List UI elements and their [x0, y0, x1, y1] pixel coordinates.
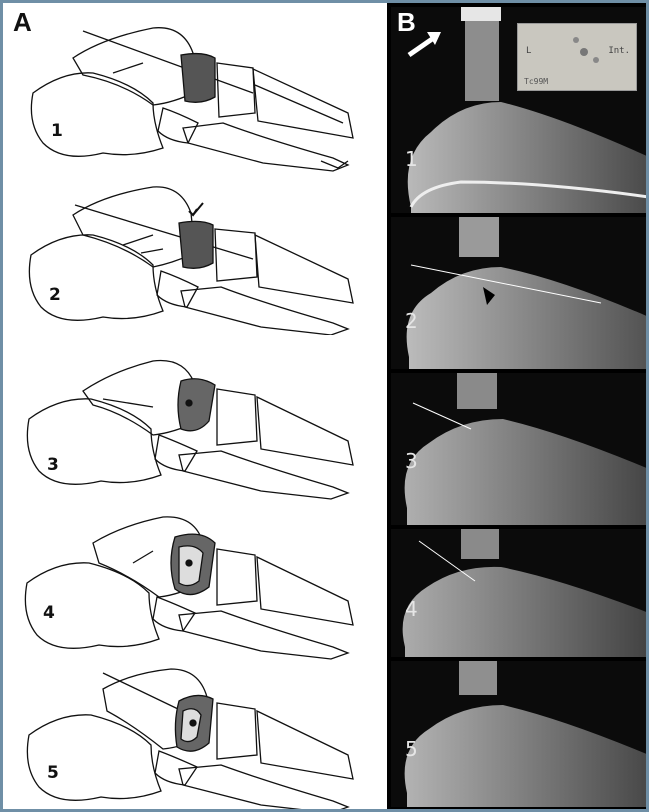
drawing-stage-number: 4 [43, 603, 55, 623]
radiograph-stage-number: 5 [405, 737, 418, 761]
inset-code-label: Tc99M [524, 77, 548, 86]
foot-drawing-stage-5 [3, 661, 387, 812]
panel-b-label: B [397, 7, 416, 38]
radiograph-stage-number: 1 [405, 147, 418, 171]
radiograph-stage-number: 2 [405, 309, 418, 333]
radiograph-stage-number: 3 [405, 449, 418, 473]
radiograph-stage-5: 5 [391, 661, 649, 807]
inset-side-label: L [526, 46, 531, 56]
radiograph-stage-3: 3 [391, 373, 649, 525]
radiograph-stage-number: 4 [405, 597, 418, 621]
foot-drawing-stage-1 [3, 13, 387, 173]
radiograph-stage-2: 2 [391, 217, 649, 369]
drawing-stage-number: 3 [47, 455, 59, 475]
scintigraphy-inset: L Int. Tc99M [517, 23, 637, 91]
panel-b-radiographs: L Int. Tc99M 1 2 [387, 3, 649, 809]
drawing-stage-number: 1 [51, 121, 63, 141]
radiograph-stage-4: 4 [391, 529, 649, 657]
drawing-stage-number: 5 [47, 763, 59, 783]
foot-drawing-stage-4 [3, 503, 387, 663]
radiograph-stage-1: L Int. Tc99M 1 [391, 7, 649, 213]
panel-a-drawings: A 1 [3, 3, 387, 809]
foot-drawing-stage-3 [3, 341, 387, 501]
drawing-stage-number: 2 [49, 285, 61, 305]
foot-drawing-stage-2 [3, 175, 387, 335]
inset-view-label: Int. [608, 46, 630, 56]
